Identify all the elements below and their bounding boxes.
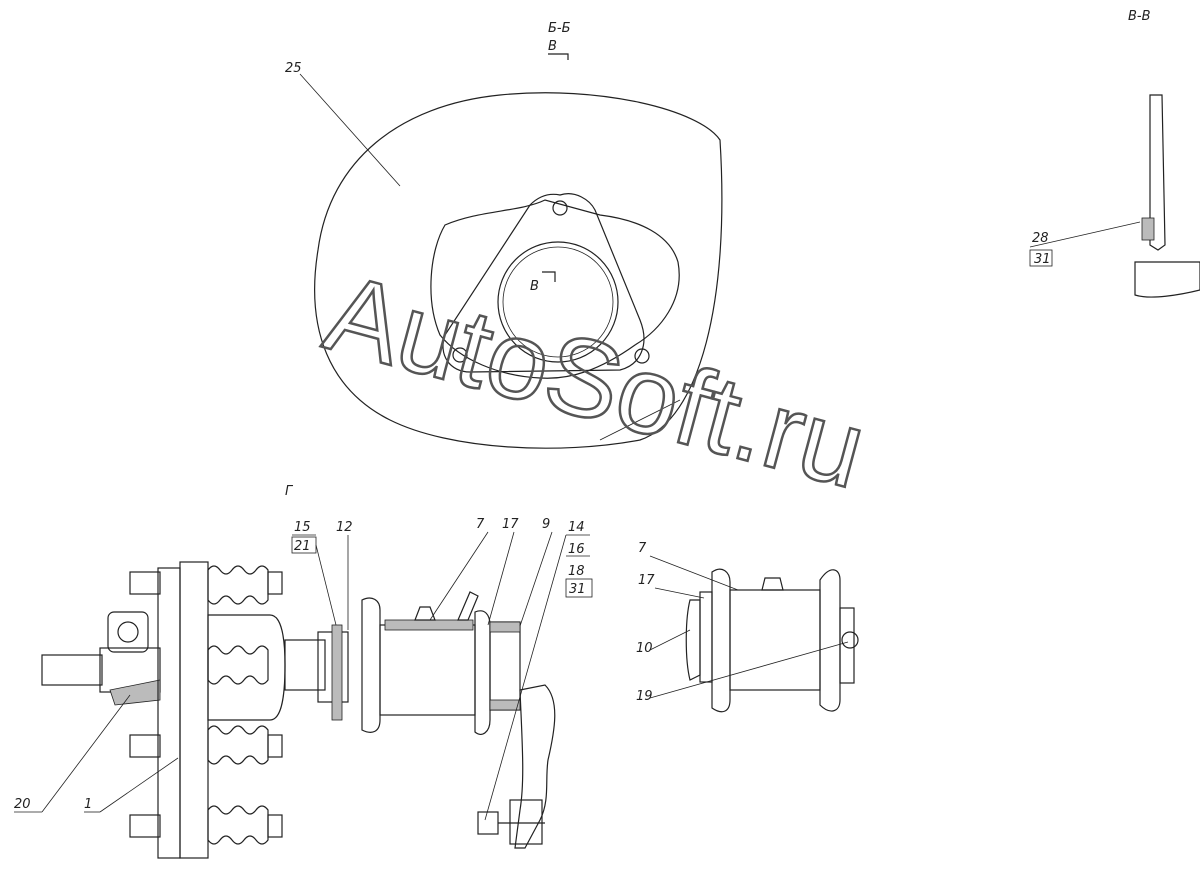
label-19: 19 <box>636 689 653 704</box>
label-7-b: 7 <box>638 541 647 556</box>
bolt-head-2 <box>129 734 161 758</box>
pressure-plate <box>157 567 181 859</box>
cut-line-center <box>542 271 556 282</box>
bearing-unit-detail: 7 17 10 19 <box>636 541 859 713</box>
label-31-b-box <box>565 578 593 598</box>
label-1: 1 <box>84 797 92 812</box>
label-28: 28 <box>1032 231 1049 246</box>
lever-arm <box>514 684 556 849</box>
flange <box>442 193 645 373</box>
hub <box>207 614 286 721</box>
cover-plate-25 <box>314 92 723 449</box>
label-17-b: 17 <box>638 573 655 588</box>
bolt-hole-left <box>452 347 468 363</box>
label-14: 14 <box>568 520 585 535</box>
bearing-cup-left <box>361 597 381 733</box>
springs <box>207 565 269 845</box>
label-25: 25 <box>285 61 302 76</box>
leader-25 <box>299 73 401 187</box>
spacer-9 <box>489 621 521 711</box>
bolt-head-1 <box>129 571 161 595</box>
label-16: 16 <box>568 542 585 557</box>
shaft-end <box>41 654 103 686</box>
center-bore-outer <box>497 241 619 363</box>
label-17-a: 17 <box>502 517 519 532</box>
section-bb-title: Б-Б <box>548 21 571 36</box>
base-part <box>1134 261 1200 298</box>
label-15: 15 <box>294 520 311 535</box>
detail-shaft <box>839 607 855 684</box>
label-31-b: 31 <box>569 582 586 597</box>
lever-bolt-plate <box>509 799 543 845</box>
leader-misc <box>599 399 681 441</box>
label-31-a: 31 <box>1034 252 1051 267</box>
label-12: 12 <box>336 520 353 535</box>
label-7-a: 7 <box>476 517 485 532</box>
cut-mark-top: В <box>548 39 557 54</box>
bolt-hole-right <box>634 348 650 364</box>
label-31-box <box>1029 249 1053 267</box>
key-20 <box>109 679 161 706</box>
section-bb-view: Б-Б В В 25 <box>285 21 723 449</box>
cut-mark-center: В <box>530 279 539 294</box>
label-21: 21 <box>294 539 311 554</box>
friction-disc-1 <box>179 561 209 859</box>
view-g-assembly: Г <box>14 484 593 859</box>
view-g-title: Г <box>285 484 294 499</box>
label-10: 10 <box>636 641 653 656</box>
mounting-boss <box>430 199 680 379</box>
label-18: 18 <box>568 564 585 579</box>
cut-line-top <box>548 53 569 60</box>
grease-nipple <box>414 606 436 621</box>
bolt-head-3 <box>129 814 161 838</box>
watermark: AutoSoft.ru <box>314 251 877 512</box>
detail-cup-left <box>711 568 731 713</box>
shaft-middle <box>284 639 326 691</box>
bolt-28 <box>1141 217 1155 241</box>
seal-15 <box>331 624 343 721</box>
center-bore-inner <box>502 246 614 358</box>
section-vv-view: В-В 28 31 <box>1029 9 1200 298</box>
bolt-hole-top <box>552 200 568 216</box>
lever-nut <box>477 811 499 835</box>
detail-shaft-10 <box>685 599 701 681</box>
leader-28 <box>1029 221 1141 248</box>
detail-washer-17 <box>699 591 713 683</box>
detail-nipple <box>761 577 784 591</box>
detail-housing <box>729 589 821 691</box>
fork-lug <box>107 611 149 653</box>
label-20: 20 <box>14 797 31 812</box>
bearing-cup-right <box>474 610 491 735</box>
label-9: 9 <box>542 517 550 532</box>
detail-cup-right <box>819 569 841 712</box>
bearing-housing-7 <box>379 624 476 716</box>
housing-cover <box>384 619 474 631</box>
section-vv-title: В-В <box>1128 9 1151 24</box>
